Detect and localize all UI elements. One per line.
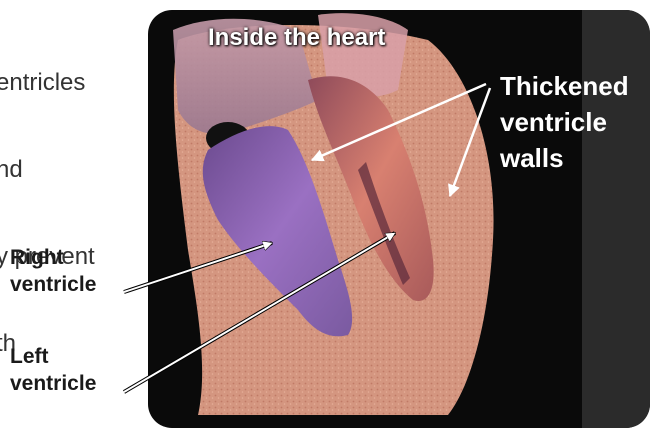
right-ventricle-arrow [124,243,272,292]
walls-arrow-septum [312,84,486,160]
walls-arrow-outer [450,88,490,196]
left-ventricle-arrow [124,233,395,392]
